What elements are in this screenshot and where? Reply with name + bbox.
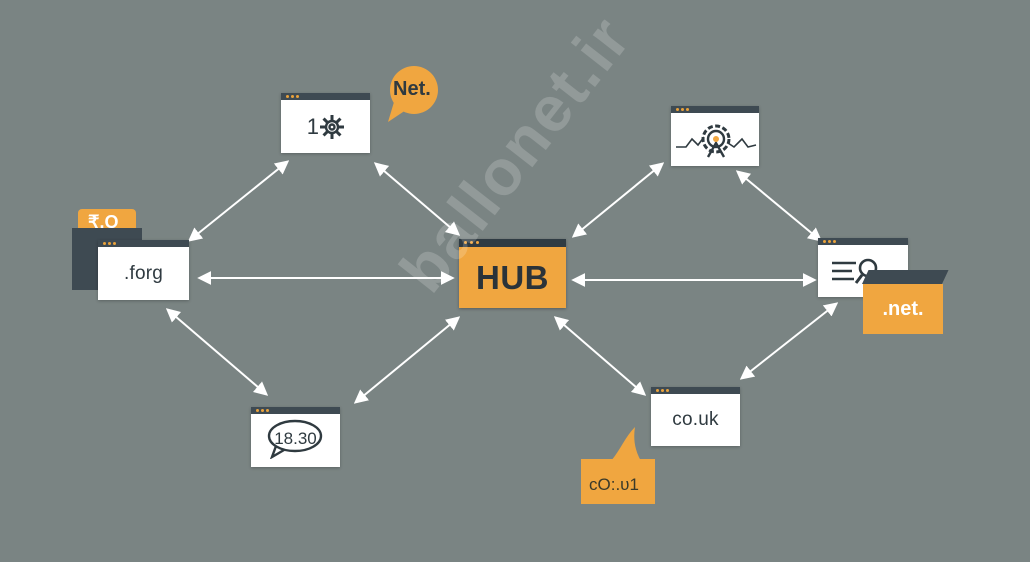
- window-titlebar: [281, 93, 370, 100]
- window-titlebar: [671, 106, 759, 113]
- analytics-gear-icon: [676, 124, 757, 158]
- net-bubble-label: Net.: [393, 78, 431, 100]
- node-chat-window[interactable]: 18.30: [251, 407, 340, 467]
- node-settings-window[interactable]: 1: [281, 93, 370, 153]
- search-list-icon: [832, 258, 878, 284]
- net-box: .net.: [863, 284, 943, 334]
- window-titlebar: [98, 240, 189, 247]
- arrow-couk-right: [739, 302, 839, 380]
- node-couk-window[interactable]: co.uk: [651, 387, 740, 446]
- arrow-bottom-hub: [353, 316, 461, 404]
- node-label: co.uk: [672, 409, 719, 430]
- chat-bubble-icon: [267, 419, 323, 459]
- window-titlebar: [459, 239, 566, 247]
- arrow-top-hub: [373, 162, 461, 236]
- node-forg-window[interactable]: .forg: [98, 240, 189, 300]
- net-speech-bubble-icon: [388, 66, 438, 122]
- window-titlebar: [251, 407, 340, 414]
- arrow-hub-couk: [553, 316, 647, 396]
- net-box-label: .net.: [882, 297, 924, 320]
- co-speech-bubble-icon: [581, 427, 655, 504]
- window-titlebar: [651, 387, 740, 394]
- gear-icon: [320, 114, 345, 139]
- node-label: .forg: [123, 262, 164, 284]
- hub-label: HUB: [476, 258, 549, 296]
- left-tag-label: ₹.O: [88, 212, 119, 232]
- hub-node[interactable]: HUB: [459, 239, 566, 308]
- node-analytics-window[interactable]: [671, 106, 759, 166]
- node-label: 1: [306, 113, 320, 139]
- co-bubble-label: cO:.υ1: [589, 475, 639, 494]
- arrow-forg-bottom: [165, 308, 269, 396]
- net-box-top-panel: [862, 270, 949, 284]
- arrow-hub-topright: [571, 162, 665, 238]
- arrow-topright-right: [735, 170, 823, 242]
- node-label: 18.30: [274, 428, 317, 448]
- window-titlebar: [818, 238, 908, 245]
- arrow-top-forg: [187, 160, 290, 242]
